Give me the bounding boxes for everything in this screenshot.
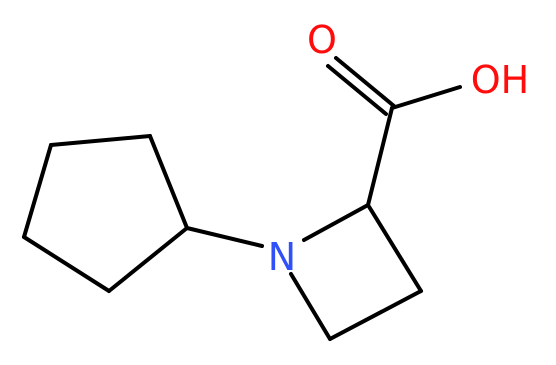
bond-carboxyl-hydroxyl	[390, 85, 462, 110]
atom-label-carbonyl-oxygen: O	[307, 18, 337, 62]
bond-carbonyl-double-b	[326, 64, 388, 116]
bond-carbonyl-double-a	[334, 56, 396, 108]
bond-ring-c5-c1	[22, 143, 53, 239]
bond-c3-c4	[328, 289, 423, 341]
bond-ring-c4-c5	[22, 235, 111, 293]
bond-ring-c2-c3	[148, 134, 189, 230]
bond-ring-c1-c2	[49, 134, 152, 147]
cyclopentyl-ring	[22, 134, 189, 293]
bond-c2-c3	[366, 203, 423, 293]
bond-c4-nitrogen	[289, 272, 332, 341]
atom-label-nitrogen: N	[268, 235, 296, 279]
bond-c2-carboxyl-carbon	[366, 106, 394, 207]
azetidine-ring	[289, 203, 423, 341]
carboxylic-acid-group	[326, 56, 462, 207]
atom-label-hydroxyl: OH	[471, 58, 529, 102]
bond-nitrogen-c2	[302, 203, 370, 242]
bond-ring-c3-c4	[107, 226, 189, 293]
bond-cyclopentyl-nitrogen	[185, 226, 264, 248]
